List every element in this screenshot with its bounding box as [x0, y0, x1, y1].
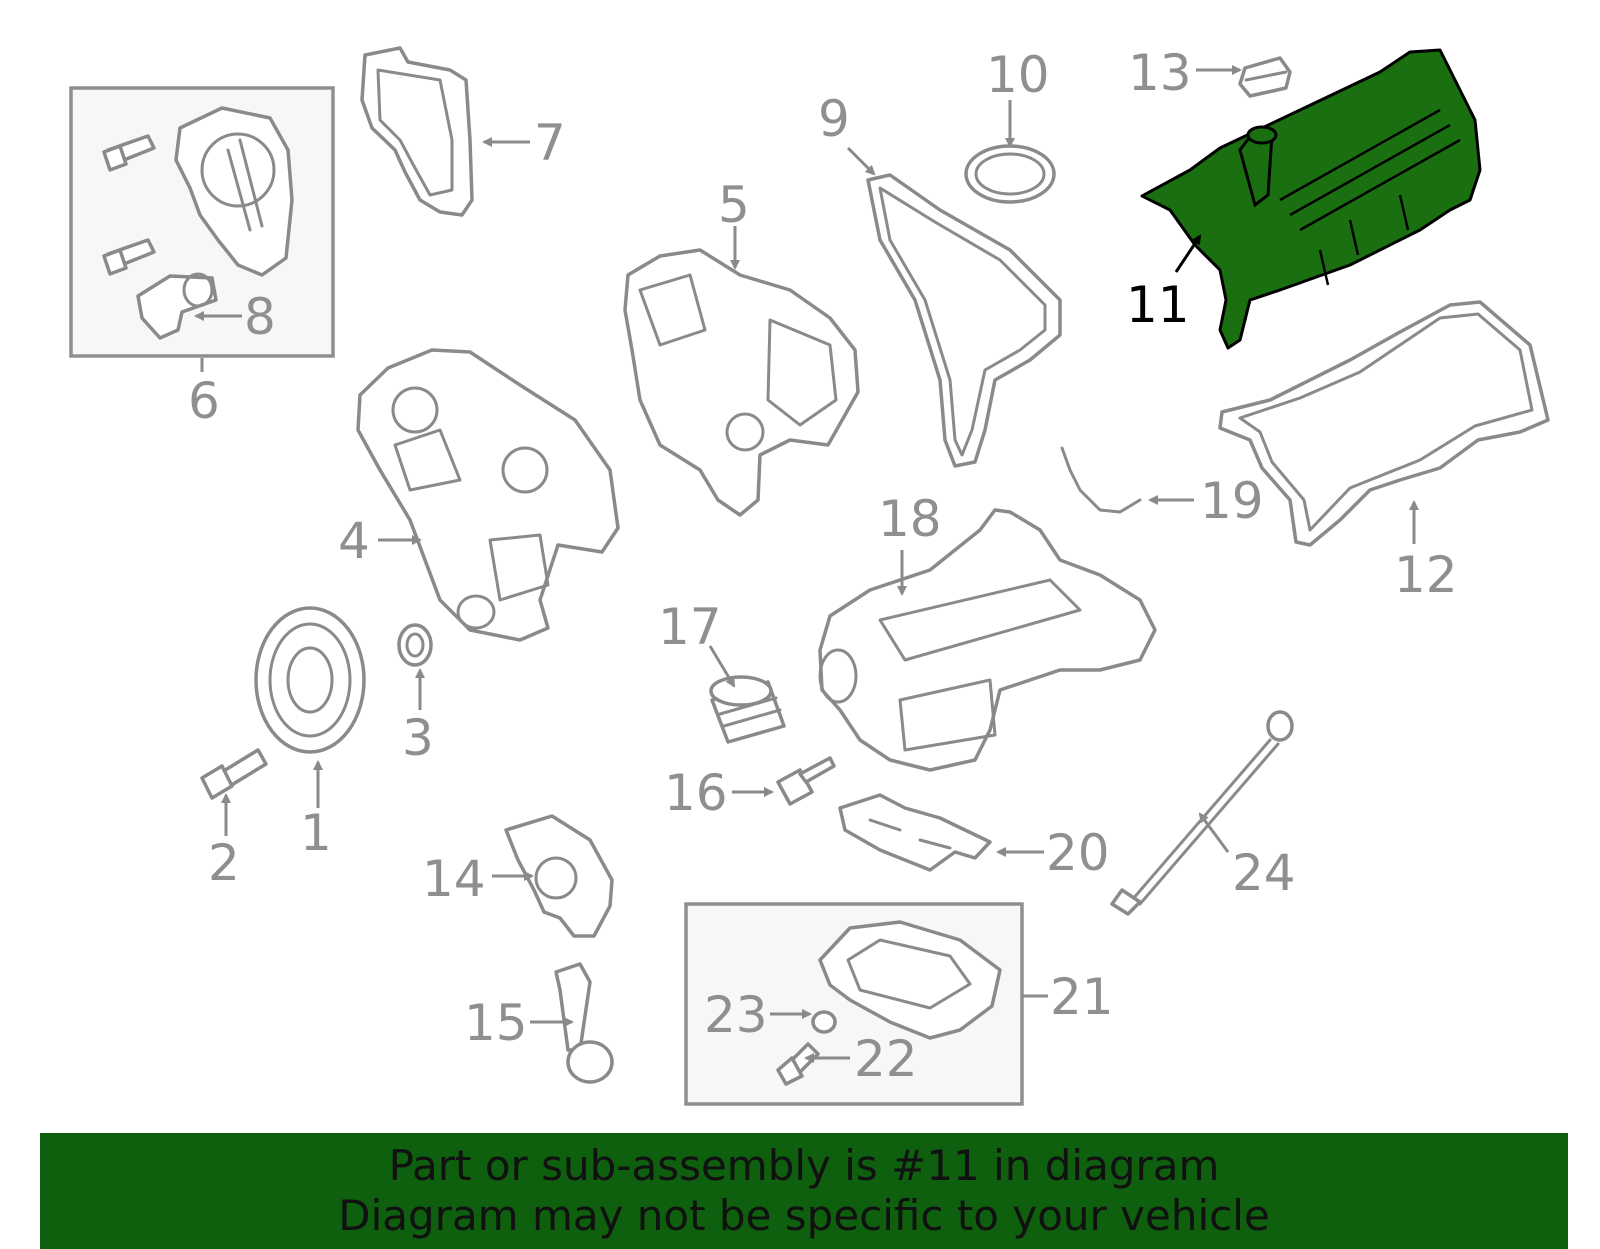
part-3-seal: [397, 623, 433, 667]
callout-7: 7: [534, 114, 566, 172]
part-14-oil-pump: [504, 814, 614, 938]
callout-4: 4: [338, 512, 370, 570]
water-pump: [174, 106, 294, 277]
callout-20: 20: [1046, 824, 1110, 882]
part-10-seal: [964, 144, 1056, 204]
callout-9: 9: [818, 90, 850, 148]
callout-6: 6: [188, 372, 220, 430]
part-4-front-cover: [356, 348, 620, 642]
part-22-drain-plug: [776, 1042, 820, 1086]
callout-14: 14: [422, 850, 486, 908]
callout-24: 24: [1232, 844, 1296, 902]
part-7-gasket: [360, 46, 474, 217]
part-21-oil-pan-lower: [818, 920, 1002, 1040]
bolt-lower: [102, 238, 156, 276]
part-17-oil-filter: [709, 675, 786, 744]
callout-1: 1: [300, 804, 332, 862]
callout-21: 21: [1050, 968, 1114, 1026]
callout-15: 15: [464, 994, 528, 1052]
part-2-crank-bolt: [200, 748, 268, 800]
callout-23: 23: [704, 986, 768, 1044]
part-20-baffle: [838, 793, 992, 872]
part-16-sensor: [776, 756, 836, 806]
part-5-chain-case: [623, 248, 860, 517]
part-23-washer: [811, 1010, 837, 1034]
callout-17: 17: [658, 598, 722, 656]
part-1-crank-pulley: [254, 606, 366, 754]
part-15-strainer: [554, 962, 614, 1084]
callout-22: 22: [854, 1030, 918, 1088]
banner-line-1: Part or sub-assembly is #11 in diagram: [388, 1141, 1220, 1190]
callout-11: 11: [1126, 276, 1190, 334]
callout-labels: 1 2 3 4 5 6 7 8 9 10 11 12 13 14 15 16 1…: [188, 44, 1458, 1088]
callout-2: 2: [208, 834, 240, 892]
part-18-oil-pan-upper: [818, 508, 1157, 772]
callout-18: 18: [878, 490, 942, 548]
callout-8: 8: [244, 288, 276, 346]
callout-3: 3: [402, 709, 434, 767]
callout-19: 19: [1200, 472, 1264, 530]
bolt-upper: [102, 134, 156, 172]
part-9-timing-chain: [866, 173, 1062, 468]
callout-10: 10: [986, 46, 1050, 104]
banner-line-2: Diagram may not be specific to your vehi…: [338, 1191, 1270, 1240]
part-12-gasket: [1218, 300, 1550, 547]
info-banner: Part or sub-assembly is #11 in diagram D…: [40, 1133, 1568, 1249]
part-11-valve-cover: [1140, 48, 1482, 350]
part-13-oil-cap: [1238, 56, 1292, 98]
callout-5: 5: [718, 176, 750, 234]
part-8-water-outlet: [136, 272, 218, 340]
leader-lines: [194, 65, 1419, 1063]
callout-13: 13: [1128, 44, 1192, 102]
callout-12: 12: [1394, 546, 1458, 604]
part-19-seal: [1060, 446, 1142, 514]
callout-16: 16: [664, 764, 728, 822]
